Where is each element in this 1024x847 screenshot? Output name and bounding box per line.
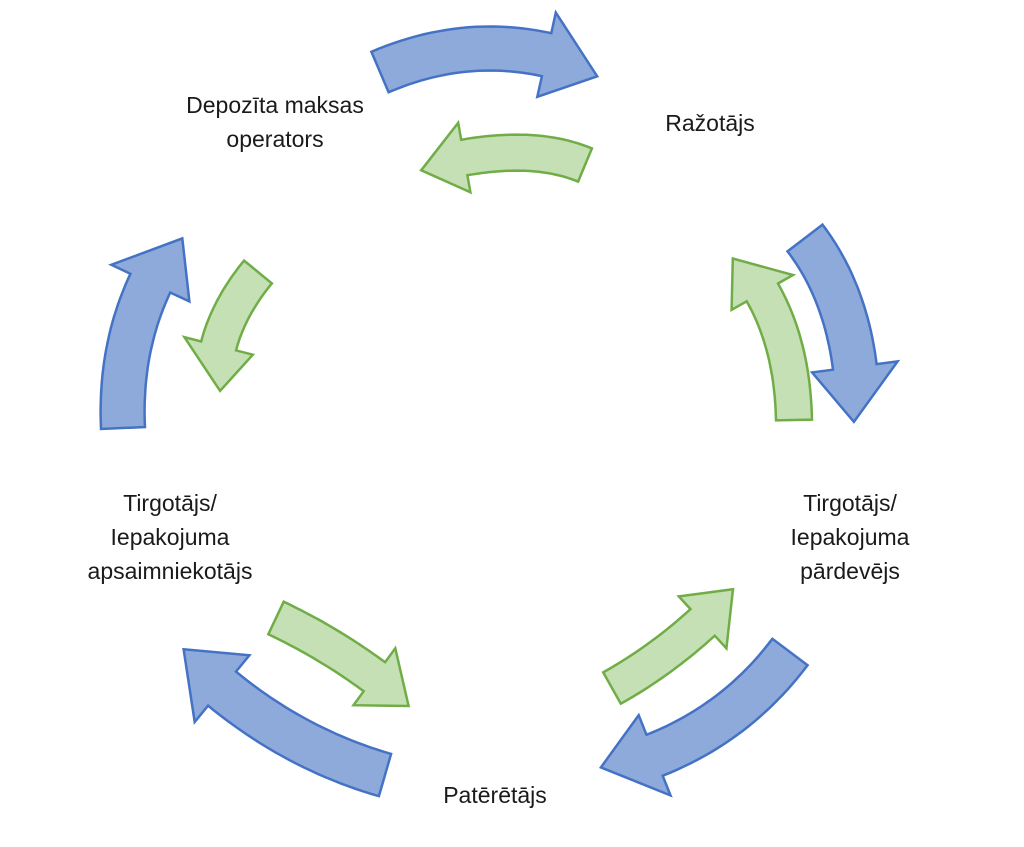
arrow-seller-to-producer xyxy=(730,256,814,422)
arrow-manager-to-consumer xyxy=(266,600,411,708)
node-seller-line-1: Tirgotājs/ xyxy=(803,490,897,516)
arrow-manager-to-deposit-operator xyxy=(99,236,191,431)
node-manager-line-1: Tirgotājs/ xyxy=(123,490,217,516)
node-producer-line-1: Ražotājs xyxy=(665,110,755,136)
node-manager-line-3: apsaimniekotājs xyxy=(87,558,253,584)
arrow-consumer-to-seller xyxy=(601,587,735,706)
node-consumer-line-1: Patērētājs xyxy=(443,782,547,808)
node-seller: Tirgotājs/ Iepakojuma pārdevējs xyxy=(760,486,940,588)
arrow-producer-to-deposit-operator xyxy=(419,119,594,195)
node-deposit-operator: Depozīta maksas operators xyxy=(160,88,390,156)
arrow-producer-to-seller xyxy=(785,222,901,424)
arrow-deposit-operator-to-manager xyxy=(181,258,274,393)
node-seller-line-2: Iepakojuma xyxy=(790,524,910,550)
node-deposit-operator-line-1: Depozīta maksas xyxy=(186,92,364,118)
node-manager: Tirgotājs/ Iepakojuma apsaimniekotājs xyxy=(55,486,285,588)
arrow-consumer-to-manager xyxy=(182,647,393,798)
node-manager-line-2: Iepakojuma xyxy=(110,524,230,550)
node-seller-line-3: pārdevējs xyxy=(800,558,900,584)
arrow-deposit-operator-to-producer xyxy=(369,9,600,99)
node-deposit-operator-line-2: operators xyxy=(226,126,324,152)
node-consumer: Patērētājs xyxy=(405,778,585,812)
node-producer: Ražotājs xyxy=(640,106,780,140)
arrow-seller-to-consumer xyxy=(598,637,810,798)
